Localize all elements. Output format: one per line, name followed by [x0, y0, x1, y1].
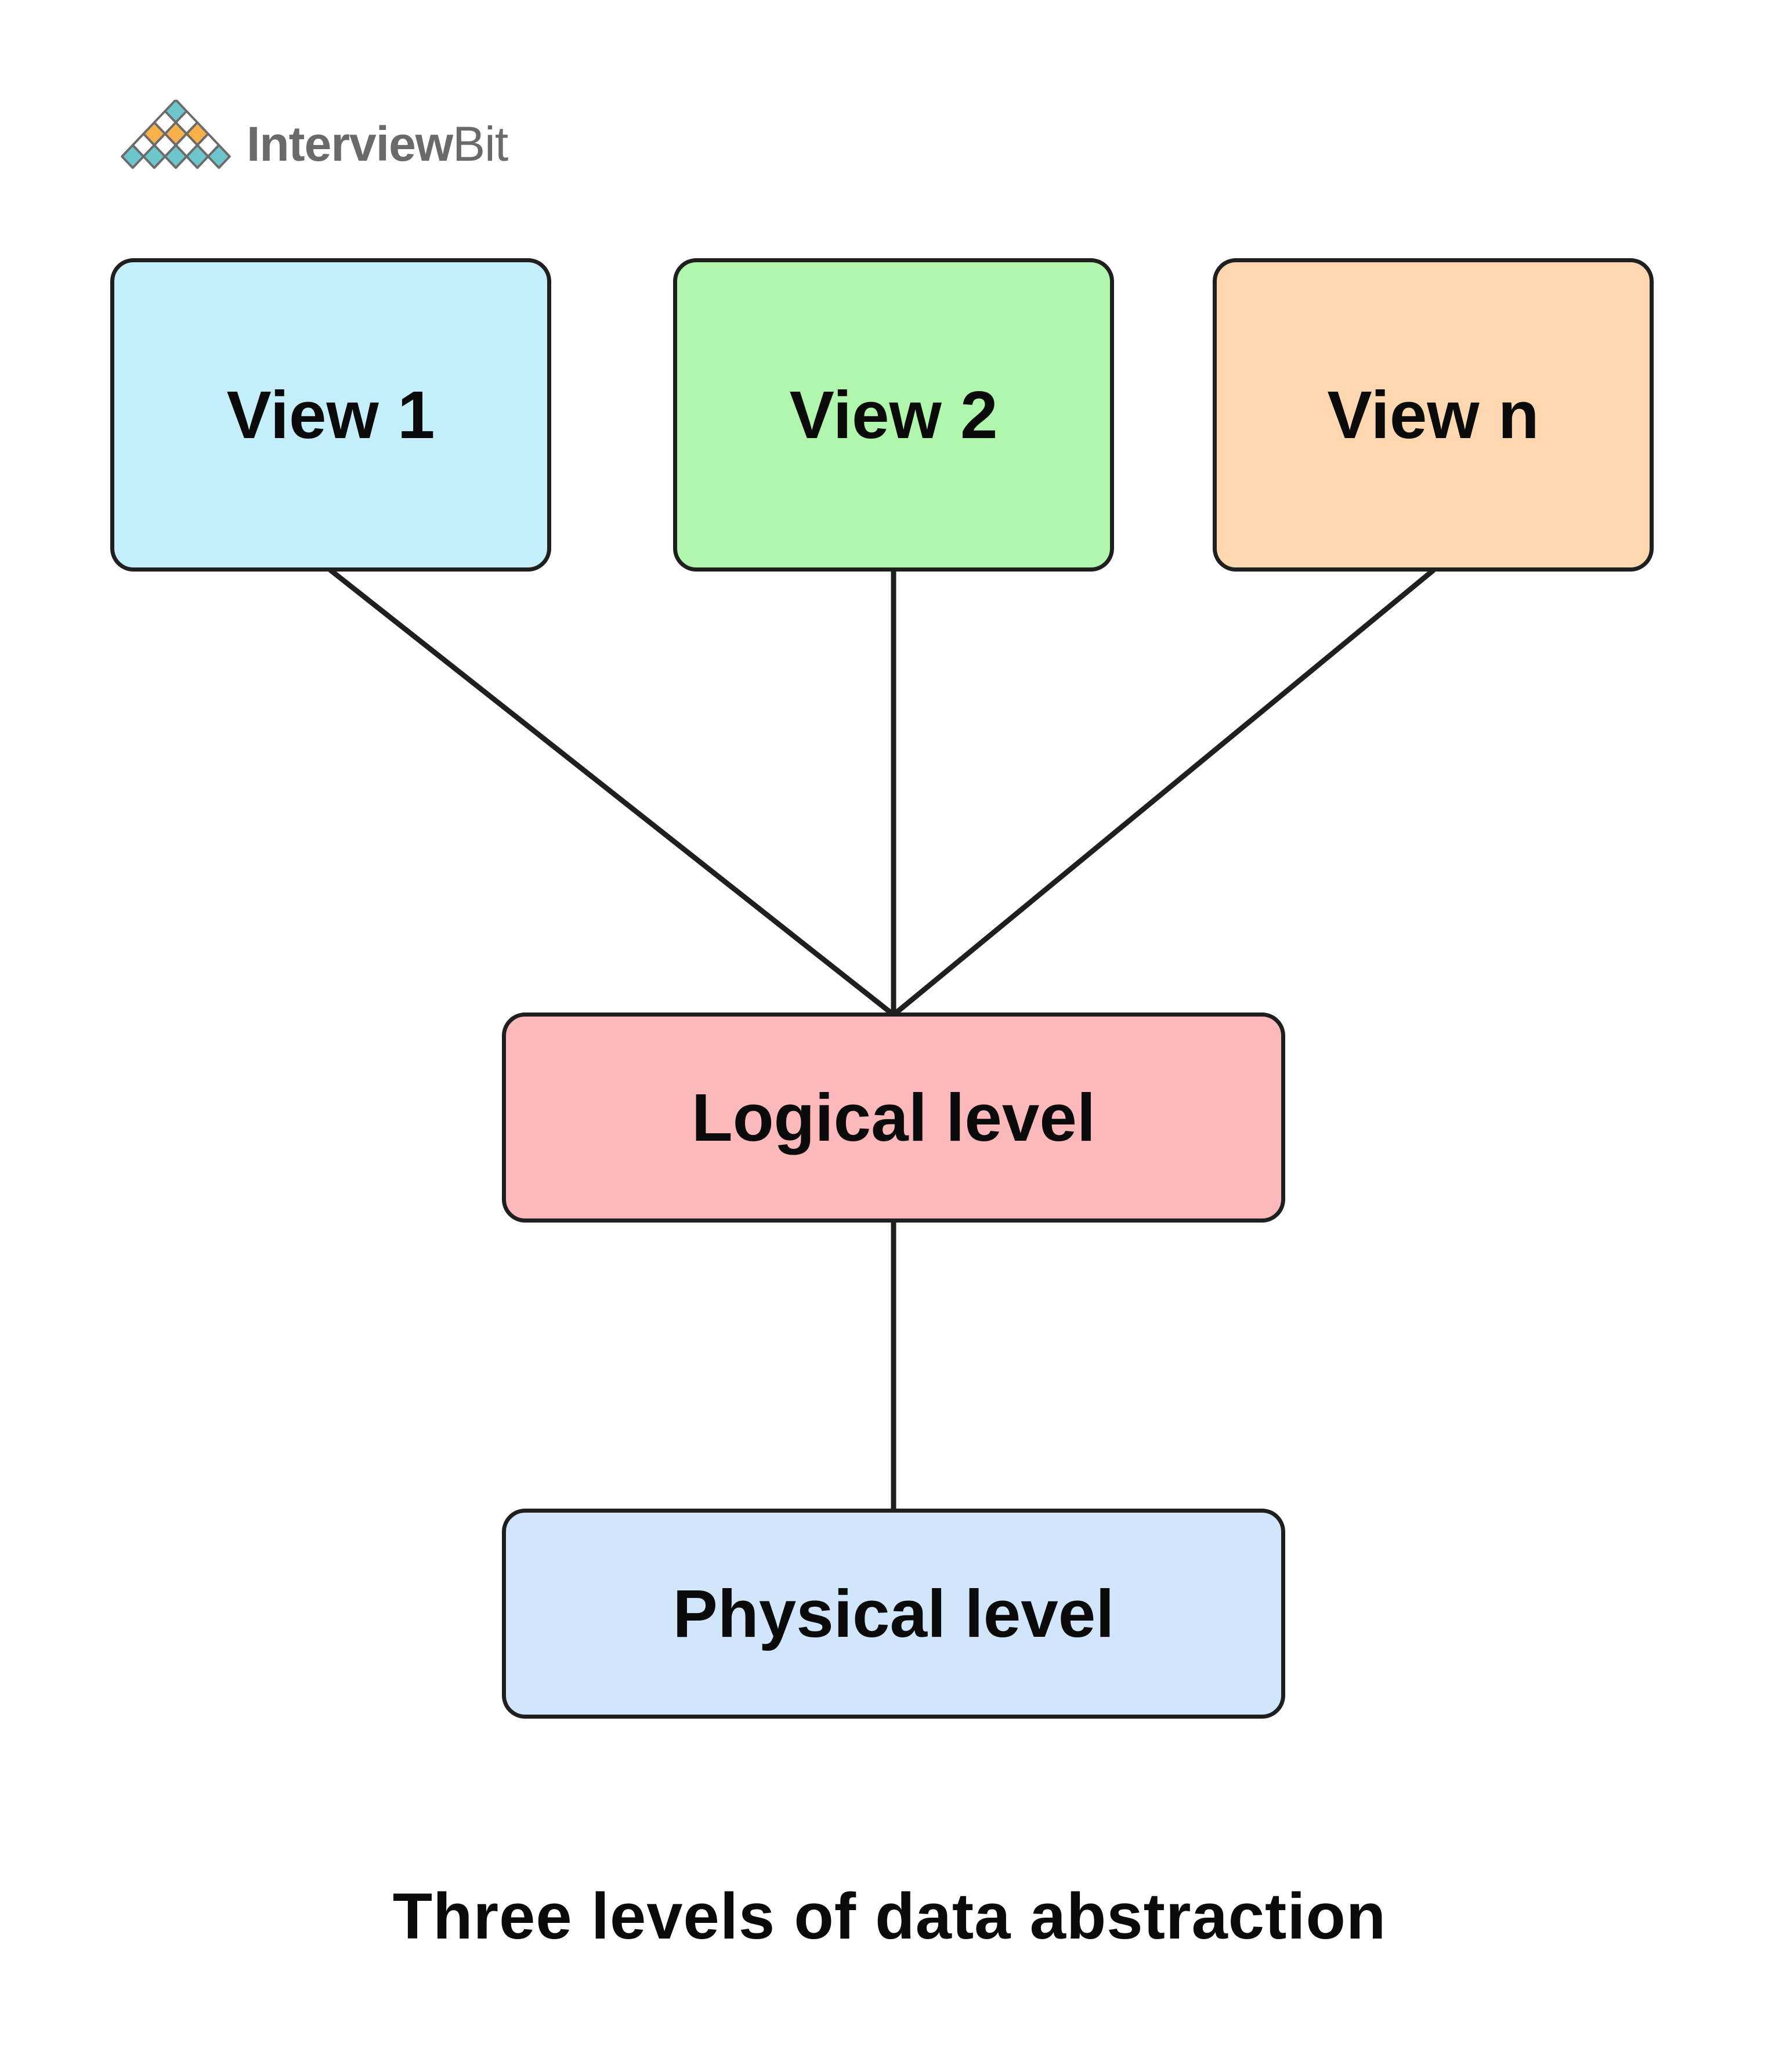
interviewbit-logo: InterviewBit	[119, 100, 508, 173]
logo-brand-bold: Interview	[247, 117, 453, 171]
edge-viewn-logical	[891, 567, 1436, 1018]
edge-view1-logical	[328, 567, 896, 1018]
node-view-1-label: View 1	[226, 377, 435, 453]
node-physical-level-label: Physical level	[672, 1576, 1115, 1651]
interviewbit-logo-text: InterviewBit	[247, 116, 508, 172]
node-view-2: View 2	[673, 258, 1114, 572]
logo-brand-light: Bit	[453, 117, 508, 171]
node-view-2-label: View 2	[789, 377, 998, 453]
node-logical-level: Logical level	[502, 1013, 1285, 1223]
interviewbit-logo-icon	[121, 100, 231, 169]
node-logical-level-label: Logical level	[691, 1080, 1096, 1155]
node-view-n-label: View n	[1327, 377, 1539, 453]
diagram-caption: Three levels of data abstraction	[392, 1880, 1387, 1952]
node-physical-level: Physical level	[502, 1509, 1285, 1719]
node-view-1: View 1	[110, 258, 551, 572]
node-view-n: View n	[1213, 258, 1654, 572]
